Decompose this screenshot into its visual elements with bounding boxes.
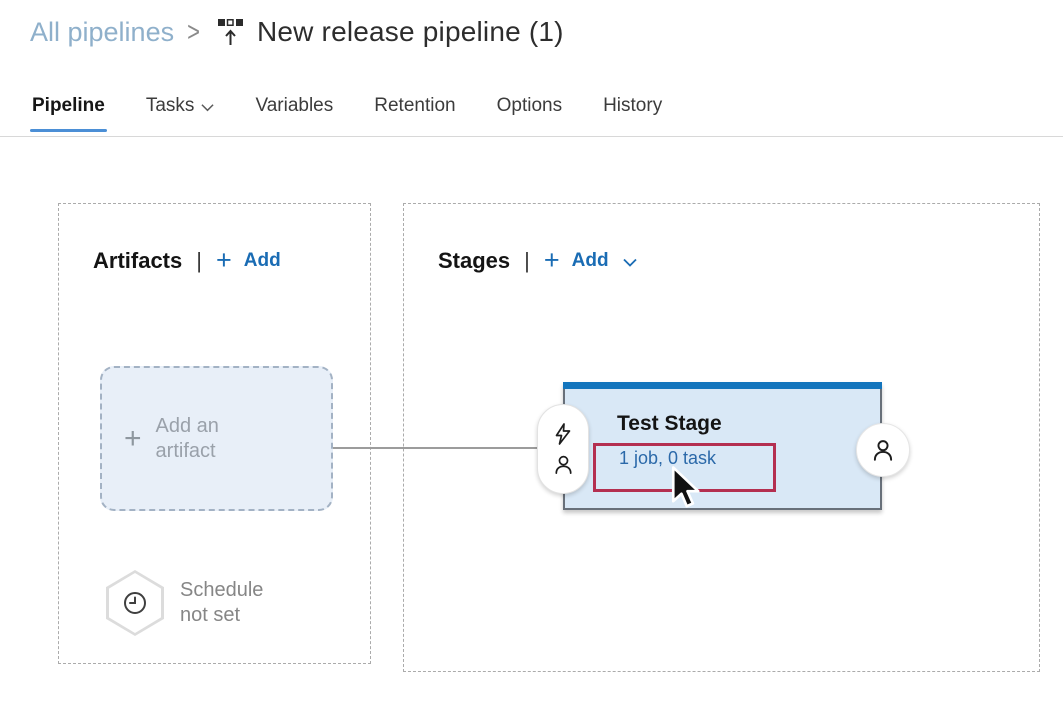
clock-icon — [124, 592, 146, 614]
page-title: New release pipeline (1) — [256, 16, 564, 47]
schedule-hexagon[interactable] — [106, 570, 164, 636]
breadcrumb-all-pipelines-link[interactable]: All pipelines — [30, 16, 175, 47]
plus-icon: + — [215, 244, 232, 275]
plus-icon: + — [124, 421, 142, 455]
tab-options[interactable]: Options — [496, 95, 563, 116]
artifacts-title: Artifacts — [93, 248, 183, 273]
chevron-down-icon[interactable] — [622, 258, 637, 267]
person-icon — [554, 455, 572, 474]
stages-panel-header: Stages | + Add — [438, 244, 637, 275]
add-stage-button[interactable]: Add — [571, 250, 609, 271]
artifacts-header-separator: | — [196, 248, 202, 273]
add-artifact-button[interactable]: Add — [243, 250, 281, 271]
artifact-stage-connector-line — [333, 447, 539, 449]
add-artifact-placeholder-label: Add an artifact — [155, 414, 219, 462]
stages-header-separator: | — [524, 248, 530, 273]
person-icon — [873, 440, 893, 461]
stage-card-header-bar — [563, 382, 882, 389]
tabbar-divider — [0, 136, 1063, 137]
add-artifact-placeholder[interactable]: + Add an artifact — [100, 366, 333, 511]
post-deployment-approvals-circle[interactable] — [856, 423, 910, 477]
lightning-icon — [555, 423, 571, 445]
tab-variables[interactable]: Variables — [255, 95, 334, 116]
release-pipeline-icon — [217, 18, 243, 45]
schedule-status-label: Schedule not set — [180, 579, 264, 626]
stage-card-test-stage[interactable]: Test Stage 1 job, 0 task — [563, 382, 882, 510]
stage-name: Test Stage — [617, 412, 722, 435]
tab-history[interactable]: History — [603, 95, 663, 116]
tab-bar: Pipeline Tasks Variables Retention Optio… — [30, 90, 663, 132]
mouse-pointer-icon — [671, 466, 700, 508]
tab-retention[interactable]: Retention — [374, 95, 456, 116]
breadcrumb-separator: > — [187, 15, 200, 47]
tab-tasks[interactable]: Tasks — [146, 95, 215, 117]
breadcrumb: All pipelines > New release pipeline (1) — [30, 12, 564, 52]
plus-icon: + — [543, 244, 560, 275]
artifacts-panel-header: Artifacts | + Add — [93, 244, 281, 275]
chevron-down-icon — [201, 104, 215, 112]
tab-pipeline[interactable]: Pipeline — [30, 95, 107, 132]
schedule-trigger[interactable]: Schedule not set — [106, 570, 263, 636]
pre-deployment-conditions-pill[interactable] — [537, 404, 589, 494]
stages-title: Stages — [438, 248, 511, 273]
stage-jobs-tasks-link[interactable]: 1 job, 0 task — [619, 448, 717, 468]
